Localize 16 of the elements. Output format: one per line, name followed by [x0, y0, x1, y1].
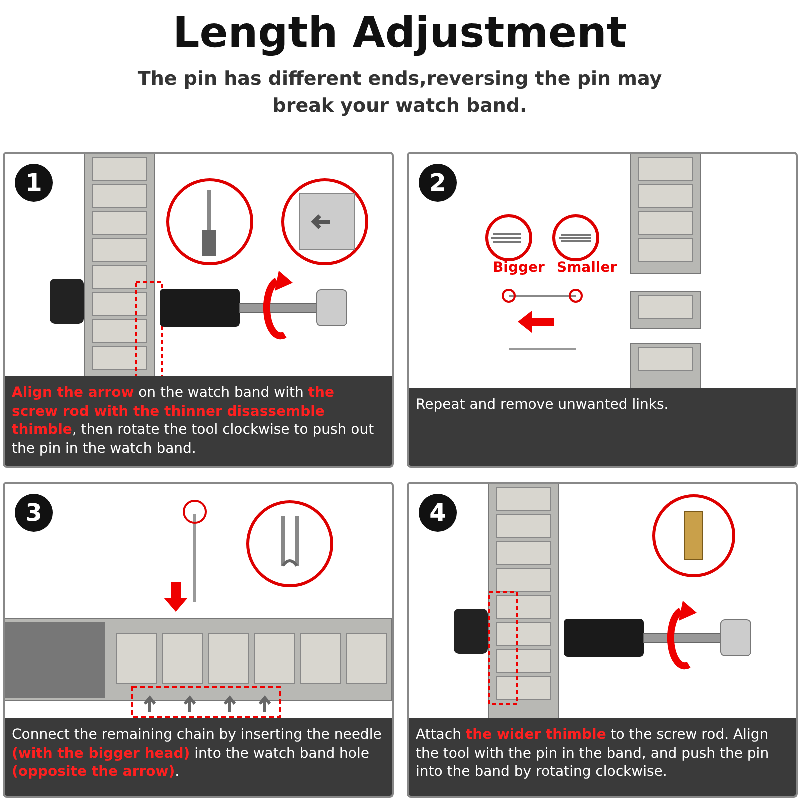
step-number-badge: 3	[15, 494, 53, 532]
step-panel	[3, 482, 394, 798]
page-title: Length Adjustment	[172, 8, 628, 57]
step-number-badge: 4	[419, 494, 457, 532]
step-number-badge: 1	[15, 164, 53, 202]
size-label: Bigger	[493, 260, 545, 276]
step-panel	[407, 482, 798, 798]
size-label: Smaller	[557, 260, 618, 276]
instruction-caption: Connect the remaining chain by inserting the needle (with the bigger head) into the watch band hole (opposite the arrow).	[5, 718, 392, 796]
step-panel	[407, 152, 798, 468]
step-number-badge: 2	[419, 164, 457, 202]
warning-subtitle: The pin has different ends,reversing the pin may break your watch band.	[136, 67, 664, 119]
step-panel	[3, 152, 394, 468]
instruction-caption: Attach the wider thimble to the screw rod. Align the tool with the pin in the band, and push the pin into the band by rotating clockwise.	[409, 718, 796, 796]
instruction-caption: Align the arrow on the watch band with the screw rod with the thinner disassemble thimble, then rotate the tool clockwise to push out the pin in the watch band.	[5, 376, 392, 466]
instruction-caption: Repeat and remove unwanted links.	[409, 388, 796, 466]
